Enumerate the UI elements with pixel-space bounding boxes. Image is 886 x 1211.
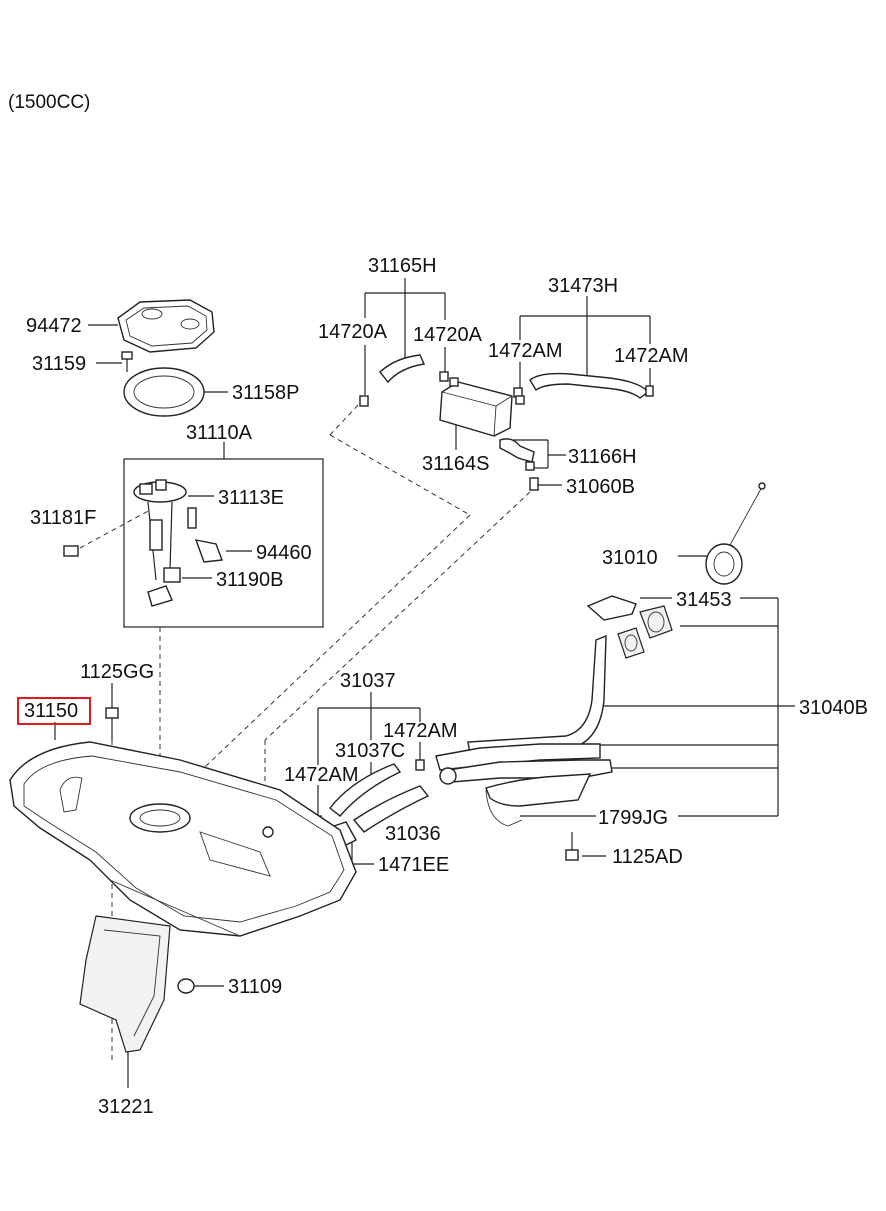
part-label-31181F[interactable]: 31181F xyxy=(30,507,96,529)
lock-ring-31158P xyxy=(123,367,205,417)
part-label-31113E[interactable]: 31113E xyxy=(218,487,284,509)
protector-31221 xyxy=(79,915,171,1053)
part-label-31110A[interactable]: 31110A xyxy=(186,422,253,444)
fuel-pump-assembly-31110A xyxy=(133,479,223,607)
bracket-1799JG xyxy=(485,773,592,827)
part-label-14720A-right[interactable]: 14720A xyxy=(413,324,483,346)
part-label-31036[interactable]: 31036 xyxy=(385,823,441,845)
part-label-31473H[interactable]: 31473H xyxy=(548,275,618,297)
part-label-31150[interactable]: 31150 xyxy=(24,700,78,722)
part-label-31010[interactable]: 31010 xyxy=(602,547,658,569)
part-label-14720A-left[interactable]: 14720A xyxy=(318,321,388,343)
part-label-31165H[interactable]: 31165H xyxy=(368,255,437,277)
part-label-31221[interactable]: 31221 xyxy=(98,1096,154,1118)
part-label-31190B[interactable]: 31190B xyxy=(216,569,283,591)
part-label-94472[interactable]: 94472 xyxy=(26,315,82,337)
selected-part-highlight xyxy=(17,697,91,725)
part-label-31158P[interactable]: 31158P xyxy=(232,382,299,404)
bolt-1125AD xyxy=(565,832,579,861)
part-label-31453[interactable]: 31453 xyxy=(676,589,732,611)
part-label-1125GG[interactable]: 1125GG xyxy=(80,661,154,683)
part-label-1125AD[interactable]: 1125AD xyxy=(612,846,683,868)
part-label-1472AM-hose-lower[interactable]: 1472AM xyxy=(284,764,359,786)
part-label-1472AM-hose-upper[interactable]: 1472AM xyxy=(383,720,458,742)
filler-neck-31040B xyxy=(435,595,673,785)
filler-hoses-31037 xyxy=(311,759,430,847)
part-label-31037C[interactable]: 31037C xyxy=(335,740,405,762)
gasket-cover-94472 xyxy=(117,299,215,353)
connector-31166H xyxy=(499,438,535,471)
part-label-31037[interactable]: 31037 xyxy=(340,670,396,692)
fuel-tank-31150 xyxy=(9,741,357,937)
engine-spec-label: (1500CC) xyxy=(8,92,90,113)
fuel-cap-31010 xyxy=(705,482,766,585)
part-label-31060B[interactable]: 31060B xyxy=(566,476,635,498)
vapor-hose-31473H xyxy=(513,372,654,399)
part-label-1471EE[interactable]: 1471EE xyxy=(378,854,449,876)
part-label-1472AM-canister-right[interactable]: 1472AM xyxy=(614,345,689,367)
leader-lines xyxy=(54,278,795,1088)
part-label-31166H[interactable]: 31166H xyxy=(568,446,637,468)
part-label-94460[interactable]: 94460 xyxy=(256,542,312,564)
filter-31181F xyxy=(63,545,79,557)
valve-31060B xyxy=(529,477,539,491)
part-label-31159[interactable]: 31159 xyxy=(32,353,86,375)
canister-31164S xyxy=(439,377,525,437)
bolt-1125GG xyxy=(105,707,119,740)
nut-31109 xyxy=(177,978,195,994)
part-labels: 31165H 31473H 94472 14720A 14720A 1472AM… xyxy=(24,255,868,1118)
part-label-31109[interactable]: 31109 xyxy=(228,976,282,998)
part-label-1799JG[interactable]: 1799JG xyxy=(598,807,668,829)
vapor-hose-31165H xyxy=(359,354,449,407)
part-label-31040B[interactable]: 31040B xyxy=(799,697,868,719)
part-label-31164S[interactable]: 31164S xyxy=(422,453,489,475)
part-label-1472AM-canister-left[interactable]: 1472AM xyxy=(488,340,563,362)
bolt-31159 xyxy=(121,351,133,372)
